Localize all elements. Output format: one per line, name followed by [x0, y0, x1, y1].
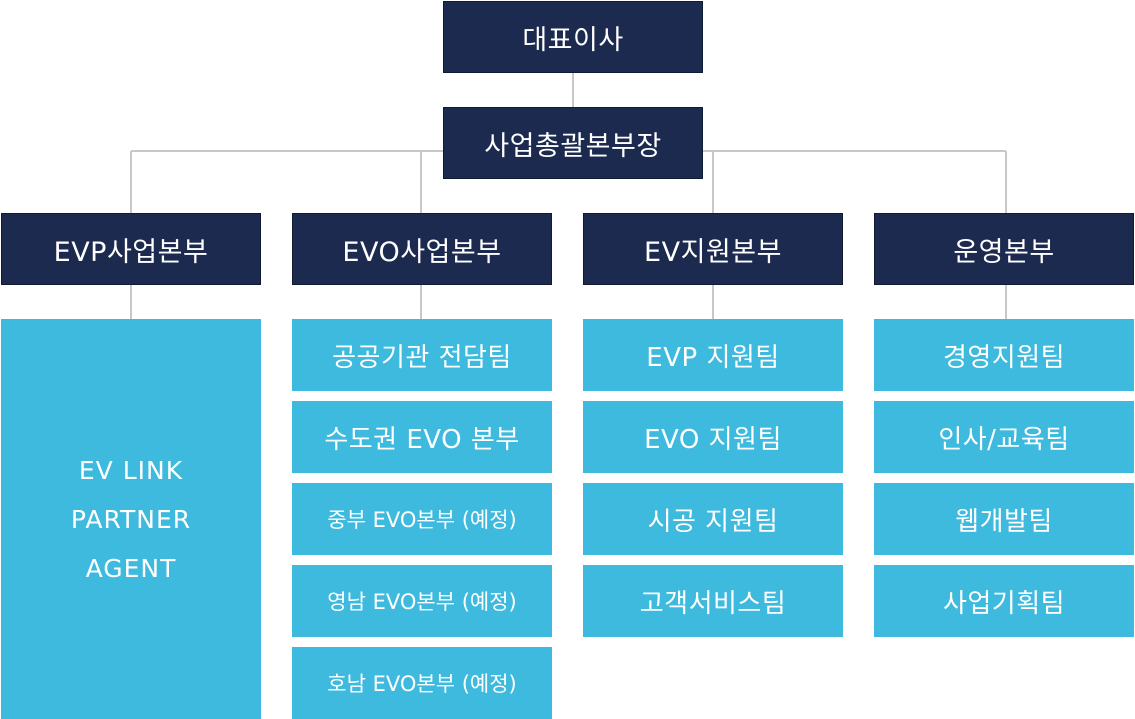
operations-team-box: 사업기획팀: [874, 565, 1134, 637]
general-manager-label: 사업총괄본부장: [484, 130, 662, 162]
division-evo: EVO사업본부: [292, 213, 552, 285]
operations-team-box: 경영지원팀: [874, 319, 1134, 391]
division-ev-support: EV지원본부: [583, 213, 843, 285]
evo-team-label: 호남 EVO본부 (예정): [327, 672, 517, 696]
evp-partner-box: EV LINK PARTNER AGENT: [1, 319, 261, 719]
division-evp-label: EVP사업본부: [53, 236, 209, 268]
ev-support-team-box: 고객서비스팀: [583, 565, 843, 637]
evo-team-box: 중부 EVO본부 (예정): [292, 483, 552, 555]
ev-support-team-label: EVO 지원팀: [644, 424, 782, 455]
operations-team-label: 사업기획팀: [942, 588, 1066, 619]
ev-support-team-box: EVO 지원팀: [583, 401, 843, 473]
operations-team-label: 웹개발팀: [955, 506, 1053, 537]
ev-support-team-label: EVP 지원팀: [646, 342, 780, 373]
ev-support-team-box: EVP 지원팀: [583, 319, 843, 391]
division-operations-label: 운영본부: [953, 236, 1055, 268]
ev-support-team-label: 시공 지원팀: [647, 506, 779, 537]
division-evp: EVP사업본부: [1, 213, 261, 285]
operations-team-box: 웹개발팀: [874, 483, 1134, 555]
evo-team-label: 수도권 EVO 본부: [324, 424, 520, 455]
ceo-box: 대표이사: [443, 1, 703, 73]
evp-line-2: PARTNER: [70, 504, 192, 534]
ceo-label: 대표이사: [522, 24, 624, 56]
evo-team-box: 공공기관 전담팀: [292, 319, 552, 391]
evo-team-box: 수도권 EVO 본부: [292, 401, 552, 473]
evp-line-1: EV LINK: [78, 455, 184, 485]
division-ev-support-label: EV지원본부: [644, 236, 782, 268]
general-manager-box: 사업총괄본부장: [443, 107, 703, 179]
operations-team-label: 경영지원팀: [942, 342, 1066, 373]
ev-support-team-box: 시공 지원팀: [583, 483, 843, 555]
operations-team-label: 인사/교육팀: [938, 424, 1070, 455]
evo-team-label: 공공기관 전담팀: [332, 342, 512, 373]
evo-team-label: 영남 EVO본부 (예정): [327, 590, 517, 614]
division-operations: 운영본부: [874, 213, 1134, 285]
division-evo-label: EVO사업본부: [342, 236, 502, 268]
evo-team-box: 영남 EVO본부 (예정): [292, 565, 552, 637]
ev-support-team-label: 고객서비스팀: [639, 588, 787, 619]
evo-team-label: 중부 EVO본부 (예정): [327, 508, 517, 532]
evp-line-3: AGENT: [85, 553, 177, 583]
evo-team-box: 호남 EVO본부 (예정): [292, 647, 552, 719]
operations-team-box: 인사/교육팀: [874, 401, 1134, 473]
